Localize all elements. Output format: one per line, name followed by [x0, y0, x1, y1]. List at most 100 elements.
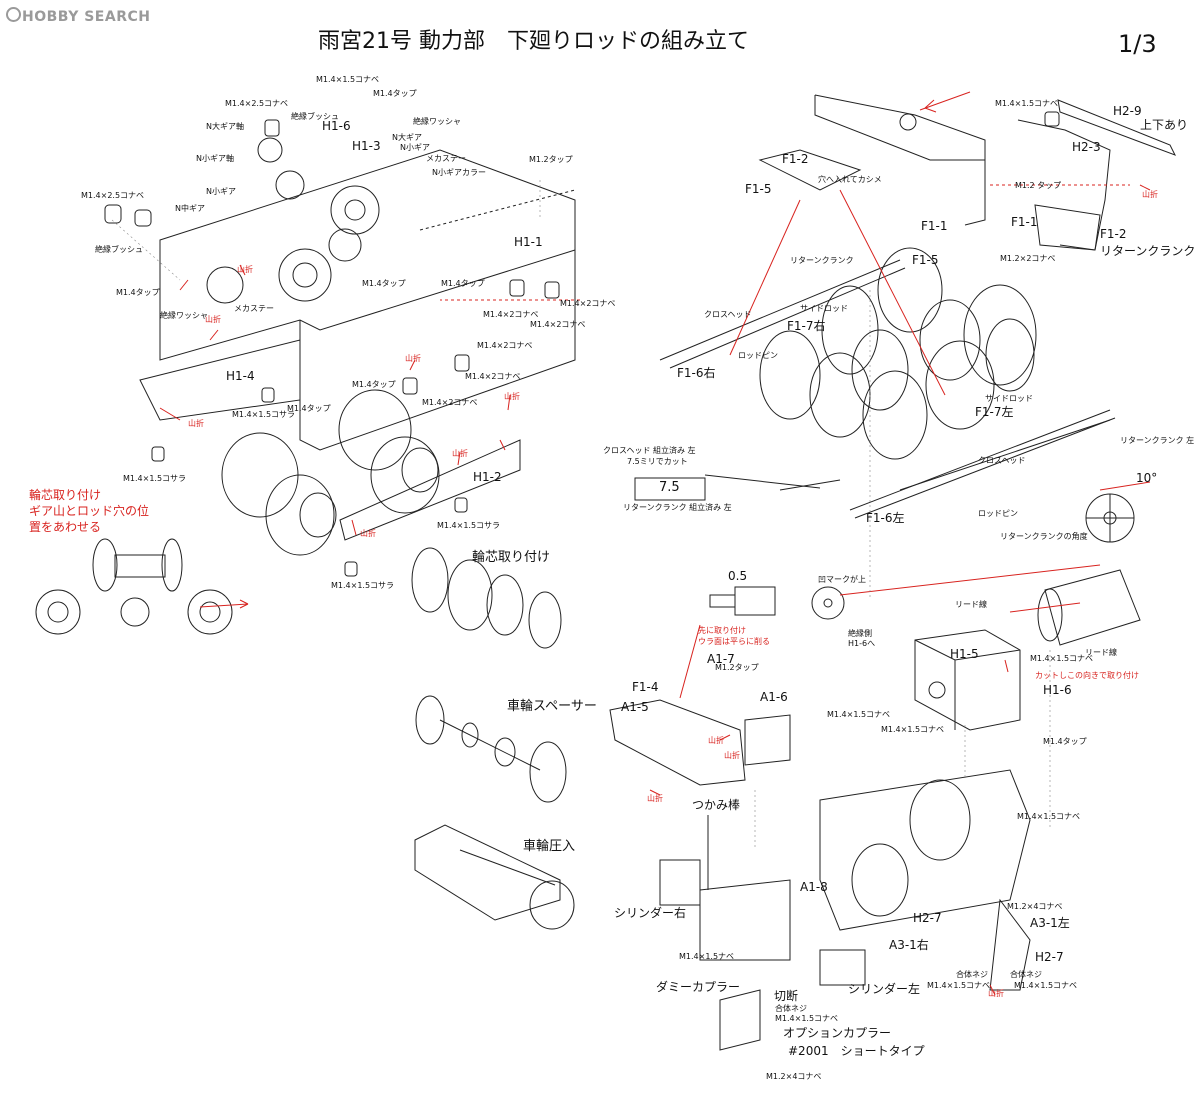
label: 山折 — [452, 449, 468, 458]
label: メカステー — [426, 154, 466, 163]
label: M1.4×1.5コナベ — [775, 1014, 839, 1023]
label: H1-6へ — [848, 639, 876, 648]
label: F1-4 — [632, 680, 659, 694]
label: F1-6右 — [677, 366, 716, 380]
label: 凹マークが上 — [818, 575, 866, 584]
label: 山折 — [360, 529, 376, 538]
label: M1.4タップ — [373, 89, 417, 98]
label: M1.4×1.5コサラ — [331, 581, 395, 590]
label: 上下あり — [1140, 118, 1189, 132]
label: A1-7 — [707, 652, 735, 666]
logo-icon — [6, 7, 21, 22]
label: メカステー — [234, 304, 274, 313]
label: M1.4×1.5コナベ — [1014, 981, 1078, 990]
label: 絶縁側 — [848, 629, 872, 638]
label: F1-1 — [921, 219, 948, 233]
label: F1-2 — [782, 152, 809, 166]
label: サイドロッド — [800, 304, 848, 313]
label: M1.4×1.5コナベ — [316, 75, 380, 84]
label: 切断 — [774, 989, 799, 1003]
label: #2001 ショートタイプ — [788, 1044, 925, 1058]
label: 車輪圧入 — [523, 839, 576, 854]
label: N小ギア — [206, 187, 236, 196]
label: M1.4×1.5コサラ — [232, 410, 296, 419]
label: M1.4×2.5コナベ — [225, 99, 289, 108]
label: N中ギア — [175, 204, 205, 213]
label: クロスヘッド 組立済み 左 — [603, 446, 696, 455]
label: リターンクランク — [1100, 244, 1196, 258]
label: M1.4×1.5コナベ — [1017, 812, 1081, 821]
label: M1.2タップ — [529, 155, 573, 164]
label: リターンクランク 組立済み 左 — [623, 503, 732, 512]
label: M1.4×1.5ナベ — [679, 952, 735, 961]
label: M1.4タップ — [1043, 737, 1087, 746]
page-number: 1/3 — [1118, 30, 1157, 58]
label: M1.2 タップ — [1015, 181, 1062, 190]
label: M1.2×2コナベ — [1000, 254, 1056, 263]
label: A3-1左 — [1030, 916, 1070, 930]
frame-h1-4 — [139, 339, 301, 421]
label: リード線 — [1085, 648, 1117, 657]
label: A3-1右 — [889, 938, 929, 952]
hobbysearch-logo: HOBBY SEARCH — [6, 7, 150, 25]
label: H2-3 — [1072, 140, 1101, 154]
label: オプションカプラー — [783, 1026, 892, 1040]
label: N大ギア — [392, 133, 422, 142]
label: リターンクランク 左 — [1120, 436, 1195, 445]
label: ロッドピン — [738, 351, 778, 360]
label: 7.5 — [659, 480, 680, 495]
label: H2-9 — [1113, 104, 1142, 118]
label: 先に取り付け — [698, 626, 746, 635]
label: 穴へ入れてカシメ — [818, 175, 882, 184]
label: クロスヘッド — [704, 310, 752, 319]
label: H2-7 — [913, 911, 942, 925]
label: 輪芯取り付け — [472, 550, 551, 565]
label: M1.4×2.5コナベ — [81, 191, 145, 200]
label: 絶縁ワッシャ — [413, 117, 461, 126]
label: 合体ネジ — [1010, 970, 1042, 979]
label: 10° — [1136, 471, 1158, 485]
label: M1.4×2コナベ — [465, 372, 521, 381]
label: サイドロッド — [985, 394, 1033, 403]
label: M1.4×2コナベ — [560, 299, 616, 308]
label: 山折 — [237, 265, 253, 274]
label: リターンクランク — [790, 256, 854, 265]
label: N小ギア軸 — [196, 154, 234, 163]
label: H1-6 — [322, 119, 351, 133]
gear-large — [278, 248, 332, 302]
label: シリンダー右 — [614, 906, 687, 920]
label: ロッドピン — [978, 509, 1018, 518]
label: 合体ネジ — [956, 970, 988, 979]
label: A1-5 — [621, 700, 649, 714]
label: M1.4×1.5コナベ — [995, 99, 1059, 108]
label: H1-2 — [473, 470, 502, 484]
label: M1.4×2コナベ — [483, 310, 539, 319]
label: M1.4タップ — [362, 279, 406, 288]
label: H1-5 — [950, 647, 979, 661]
frame-side — [299, 250, 576, 451]
label: M1.4×2コナベ — [530, 320, 586, 329]
label: M1.4タップ — [352, 380, 396, 389]
label: 山折 — [1142, 190, 1158, 199]
label: M1.4×1.5コサラ — [123, 474, 187, 483]
wheel-core-note-2: ギア山とロッド穴の位 — [29, 504, 150, 518]
label: M1.2×4コナベ — [766, 1072, 822, 1081]
page-title: 雨宮21号 動力部 下廻りロッドの組み立て — [318, 29, 749, 54]
label: 山折 — [988, 989, 1004, 998]
label: N大ギア軸 — [206, 122, 244, 131]
label: M1.4×1.5コナベ — [881, 725, 945, 734]
label: 絶縁ワッシャ — [160, 311, 208, 320]
label: M1.4タップ — [441, 279, 485, 288]
wheel-core-note-1: 輪芯取り付け — [29, 488, 102, 502]
label: 山折 — [405, 354, 421, 363]
label: リード線 — [955, 600, 987, 609]
label: 山折 — [708, 736, 724, 745]
label: A1-8 — [800, 880, 828, 894]
label: F1-7右 — [787, 319, 826, 333]
label: ダミーカプラー — [656, 980, 741, 994]
label: N小ギア — [400, 143, 430, 152]
label: リターンクランクの角度 — [1000, 532, 1088, 541]
gear-n-big — [330, 185, 380, 235]
label: 絶縁ブッシュ — [291, 112, 339, 121]
